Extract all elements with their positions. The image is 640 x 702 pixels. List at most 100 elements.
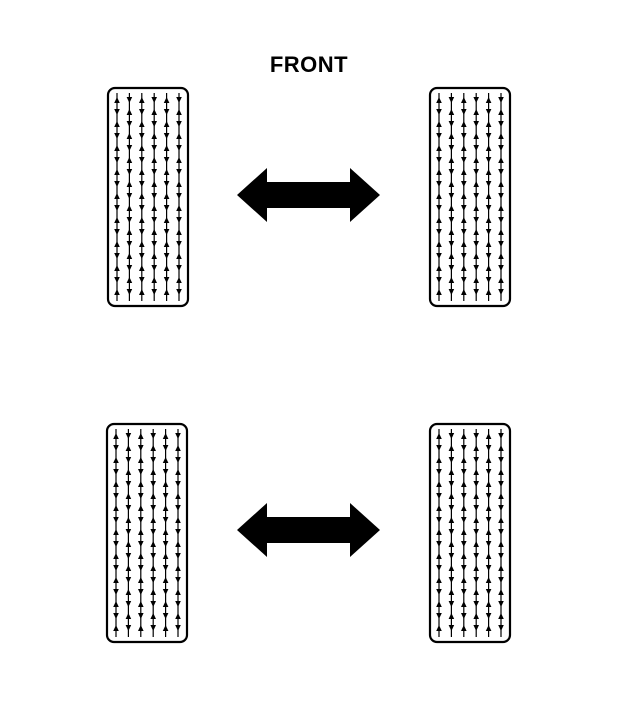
tread-block [436, 469, 442, 475]
tread-block [114, 181, 120, 187]
tread-block [461, 469, 467, 475]
tread-block [138, 577, 144, 583]
tread-block [461, 445, 467, 451]
tread-block [498, 433, 504, 439]
tread-block [485, 277, 492, 283]
tread-block [162, 469, 169, 475]
tread-block [473, 109, 479, 115]
tread-block [473, 277, 479, 283]
tread-block [125, 613, 132, 619]
tread-block [176, 193, 182, 199]
tread-block [498, 241, 504, 247]
tread-block [126, 157, 133, 163]
tread-block [113, 457, 119, 463]
tread-block [150, 517, 156, 523]
tread-block [461, 553, 467, 559]
tread-block [163, 205, 170, 211]
tread-block [461, 613, 467, 619]
tread-block [138, 493, 144, 499]
tread-block [113, 625, 119, 631]
tread-block [485, 553, 492, 559]
tread-block [498, 277, 504, 283]
tread-block [138, 565, 144, 571]
tread-block [473, 445, 479, 451]
tread-block [114, 121, 120, 127]
tread-block [461, 541, 467, 547]
tread-block [461, 565, 467, 571]
tread-block [436, 565, 442, 571]
tread-block [114, 97, 120, 103]
tread-block [448, 457, 455, 463]
tread-block [125, 445, 132, 451]
tread-block [436, 193, 442, 199]
tread-block [114, 109, 120, 115]
tread-block [473, 565, 479, 571]
tread-block [498, 517, 504, 523]
tread-block [473, 217, 479, 223]
tread-block [498, 253, 504, 259]
tread-block [175, 445, 181, 451]
tread-block [485, 217, 492, 223]
tread-block [139, 229, 145, 235]
tread-block [473, 589, 479, 595]
tread-block [175, 505, 181, 511]
tread-block [114, 193, 120, 199]
tread-block [461, 229, 467, 235]
tread-block [139, 241, 145, 247]
tread-block [151, 277, 157, 283]
tread-block [448, 193, 455, 199]
tread-block [448, 97, 455, 103]
front-left-tire [106, 86, 190, 308]
tread-block [473, 469, 479, 475]
tread-block [150, 481, 156, 487]
tread-block [163, 109, 170, 115]
tread-block [126, 169, 133, 175]
tread-block [485, 457, 492, 463]
tread-block [162, 625, 169, 631]
tread-block [176, 169, 182, 175]
tread-block [163, 289, 170, 295]
tread-block [151, 97, 157, 103]
tread-block [448, 577, 455, 583]
tread-block [176, 181, 182, 187]
tread-block [114, 145, 120, 151]
tread-block [461, 181, 467, 187]
rear-swap-arrow [237, 503, 380, 557]
tread-block [485, 469, 492, 475]
tread-block [461, 265, 467, 271]
tread-block [473, 517, 479, 523]
tread-block [485, 433, 492, 439]
tread-block [162, 565, 169, 571]
tread-block [138, 481, 144, 487]
tread-block [461, 133, 467, 139]
tread-block [436, 445, 442, 451]
tread-block [485, 133, 492, 139]
tread-block [176, 229, 182, 235]
tread-block [113, 613, 119, 619]
tread-block [175, 517, 181, 523]
tread-block [114, 253, 120, 259]
tread-block [448, 433, 455, 439]
tread-block [151, 217, 157, 223]
tread-block [151, 265, 157, 271]
tread-block [473, 529, 479, 535]
tread-block [436, 97, 442, 103]
tread-block [473, 97, 479, 103]
tread-block [176, 205, 182, 211]
rear-left-tire [105, 422, 189, 644]
tread-block [113, 505, 119, 511]
tread-block [461, 505, 467, 511]
tread-block [113, 553, 119, 559]
tread-block [448, 277, 455, 283]
tread-block [473, 577, 479, 583]
tread-block [448, 589, 455, 595]
tread-block [448, 553, 455, 559]
tread-block [163, 121, 170, 127]
tread-block [461, 157, 467, 163]
tire-outline [106, 86, 190, 308]
tread-block [150, 493, 156, 499]
tread-block [485, 589, 492, 595]
tread-block [176, 157, 182, 163]
tread-block [139, 277, 145, 283]
tread-block [436, 613, 442, 619]
